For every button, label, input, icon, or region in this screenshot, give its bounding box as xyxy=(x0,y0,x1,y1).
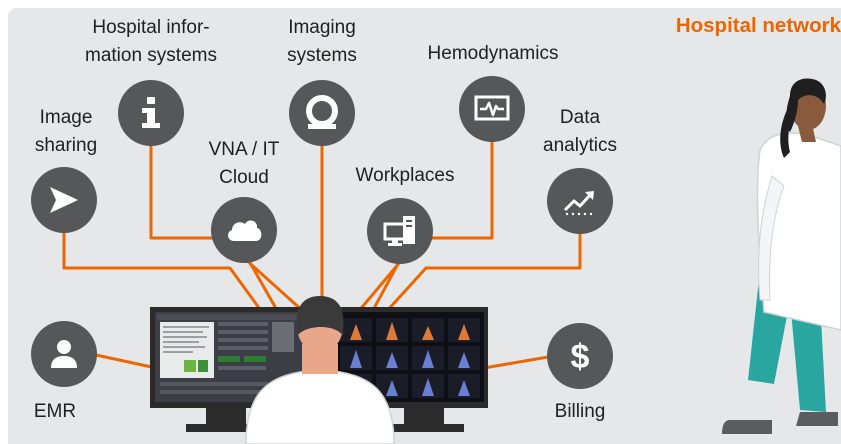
node-imaging xyxy=(289,80,355,146)
cloud-icon xyxy=(228,220,262,241)
workstation-icon xyxy=(383,216,415,246)
trend-chart-icon xyxy=(563,191,594,216)
node-emr xyxy=(31,321,97,387)
label-image-sharing: Image sharing xyxy=(34,107,98,156)
label-emr: EMR xyxy=(33,401,77,422)
node-image-sharing xyxy=(31,167,97,233)
connector-analytics xyxy=(384,234,582,314)
label-his: Hospital infor- mation systems xyxy=(85,17,217,66)
diagram-title: Hospital network xyxy=(675,14,841,37)
label-imaging: Imaging systems xyxy=(287,17,357,66)
node-analytics xyxy=(547,168,613,234)
node-his xyxy=(118,80,184,146)
scanner-ring-icon xyxy=(306,95,338,129)
node-vna xyxy=(211,197,277,263)
connector-hemodynamics xyxy=(370,140,494,313)
node-billing: $ xyxy=(547,323,613,389)
info-icon xyxy=(142,97,160,128)
label-workplaces: Workplaces xyxy=(355,165,455,186)
label-hemodynamics: Hemodynamics xyxy=(427,43,559,64)
label-analytics: Data analytics xyxy=(543,107,617,156)
label-billing: Billing xyxy=(554,401,606,422)
label-vna: VNA / IT Cloud xyxy=(208,139,280,188)
connector-his xyxy=(149,143,280,313)
connector-vna xyxy=(242,256,306,314)
connector-emr xyxy=(95,353,157,370)
svg-text:$: $ xyxy=(571,338,590,376)
person-icon xyxy=(51,340,77,368)
dollar-icon: $ xyxy=(571,338,590,376)
node-workplaces xyxy=(367,198,433,264)
connector-billing xyxy=(483,355,549,370)
send-arrow-icon xyxy=(50,187,78,213)
node-hemodynamics xyxy=(459,76,525,142)
heartbeat-monitor-icon xyxy=(474,95,510,121)
connector-image-sharing xyxy=(62,232,264,313)
